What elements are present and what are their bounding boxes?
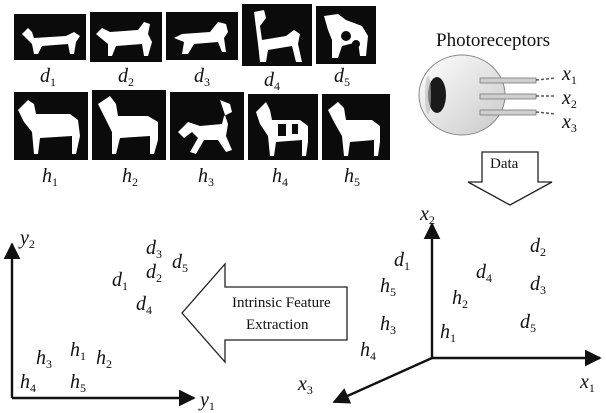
feature-point-h3: h3 xyxy=(36,347,52,371)
feature-point-d1: d1 xyxy=(112,269,128,293)
feature-axis-y2: y2 xyxy=(20,227,35,251)
input-space-axes xyxy=(332,222,602,404)
feature-point-h5: h5 xyxy=(70,371,86,395)
horse-image-2 xyxy=(92,90,166,160)
dog-image-4 xyxy=(242,4,312,66)
input-point-d4: d4 xyxy=(476,261,492,285)
dog-image-1 xyxy=(14,14,86,60)
extraction-label-line2: Extraction xyxy=(246,317,309,333)
input-point-h3: h3 xyxy=(380,313,396,337)
feature-point-d2: d2 xyxy=(146,261,162,285)
feature-point-h2: h2 xyxy=(96,347,112,371)
caption-d4: d4 xyxy=(264,69,280,93)
caption-h3: h3 xyxy=(198,165,214,189)
extraction-label-line1: Intrinsic Feature xyxy=(232,295,331,311)
feature-extraction-arrow xyxy=(181,262,348,364)
caption-h4: h4 xyxy=(272,165,288,189)
feature-point-d3: d3 xyxy=(146,237,162,261)
dog-image-5 xyxy=(316,6,376,64)
feature-point-h1: h1 xyxy=(70,339,86,363)
channel-x3: x3 xyxy=(562,111,577,135)
channel-x1: x1 xyxy=(562,63,577,87)
dog-image-3 xyxy=(166,12,238,60)
input-point-h5: h5 xyxy=(380,275,396,299)
input-point-h1: h1 xyxy=(440,321,456,345)
input-point-d1: d1 xyxy=(394,249,410,273)
dog-image-2 xyxy=(90,12,162,62)
feature-axis-y1: y1 xyxy=(200,389,215,413)
feature-point-h4: h4 xyxy=(20,371,36,395)
input-point-h4: h4 xyxy=(360,339,376,363)
horse-image-4 xyxy=(248,94,318,160)
input-axis-x1: x1 xyxy=(580,371,595,395)
caption-h5: h5 xyxy=(344,165,360,189)
caption-d5: d5 xyxy=(334,65,350,89)
feature-space-axes xyxy=(3,242,196,407)
caption-d2: d2 xyxy=(118,65,134,89)
feature-point-d5: d5 xyxy=(172,251,188,275)
feature-point-d4: d4 xyxy=(136,293,152,317)
channel-x2: x2 xyxy=(562,87,577,111)
input-point-h2: h2 xyxy=(452,287,468,311)
data-arrow xyxy=(467,151,553,206)
horse-image-1 xyxy=(14,92,88,160)
horse-image-5 xyxy=(322,94,390,160)
input-point-d3: d3 xyxy=(530,273,546,297)
photoreceptors-title: Photoreceptors xyxy=(436,30,550,51)
input-axis-x3: x3 xyxy=(298,373,313,397)
horse-image-3 xyxy=(170,92,244,160)
input-axis-x2: x2 xyxy=(420,203,435,227)
input-point-d5: d5 xyxy=(520,311,536,335)
caption-d1: d1 xyxy=(40,65,56,89)
caption-h2: h2 xyxy=(122,165,138,189)
caption-h1: h1 xyxy=(42,165,58,189)
input-point-d2: d2 xyxy=(530,235,546,259)
photoreceptor-fibers xyxy=(479,77,557,116)
caption-d3: d3 xyxy=(194,65,210,89)
data-arrow-label: Data xyxy=(490,156,519,172)
